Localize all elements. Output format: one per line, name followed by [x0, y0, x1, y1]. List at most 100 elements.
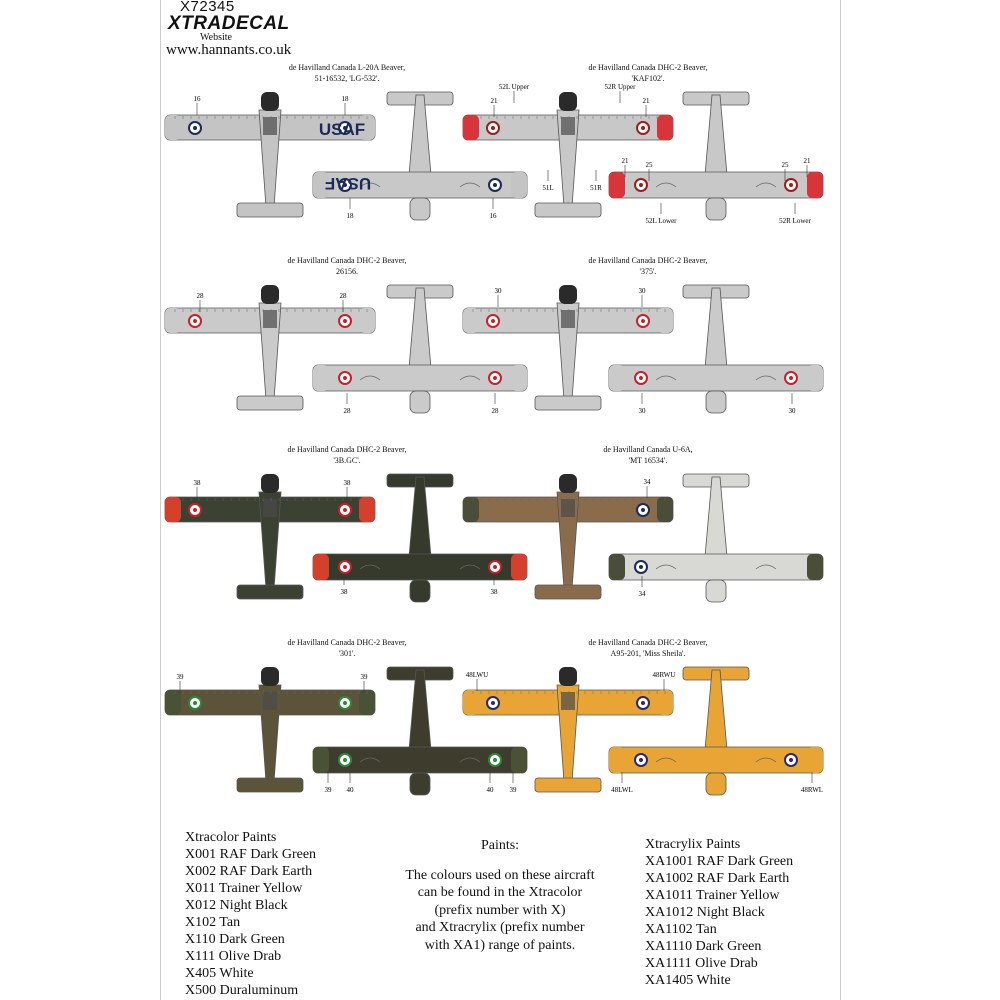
paint-item: XA1002 RAF Dark Earth: [645, 871, 790, 886]
aircraft-top-view: [164, 667, 376, 793]
paint-item: XA1405 White: [645, 973, 731, 988]
caption-line: de Havilland Canada DHC-2 Beaver,: [287, 638, 407, 647]
decal-callout: 52L Lower: [645, 217, 677, 225]
page-border-right: [840, 0, 841, 1000]
caption-line: de Havilland Canada DHC-2 Beaver,: [287, 445, 407, 454]
xtradecal-logo: X72345 XTRADECAL: [168, 0, 290, 34]
aircraft-caption: de Havilland Canada L-20A Beaver, 51-1653…: [197, 62, 497, 84]
decal-callout: 25: [782, 161, 790, 169]
paint-item: X405 White: [185, 966, 254, 981]
paint-item: X012 Night Black: [185, 898, 288, 913]
caption-line: de Havilland Canada U-6A,: [603, 445, 693, 454]
caption-line: de Havilland Canada L-20A Beaver,: [288, 63, 406, 72]
wing-lettering-underside: USAF: [325, 174, 371, 193]
caption-line: '375'.: [639, 267, 657, 276]
aircraft-top-view: [164, 285, 376, 411]
aircraft-bottom-view: [608, 666, 824, 796]
caption-line: 51-16532, 'LG-532'.: [314, 74, 380, 83]
caption-line: de Havilland Canada DHC-2 Beaver,: [588, 256, 708, 265]
paints-note-line: can be found in the Xtracolor: [417, 885, 583, 900]
aircraft-top-view: [462, 667, 674, 793]
decal-callout: 38: [341, 588, 349, 596]
paint-item: X500 Duraluminum: [185, 983, 299, 998]
decal-callout: 48LWU: [466, 671, 488, 679]
paint-item: XA1001 RAF Dark Green: [645, 854, 794, 869]
decal-callout: 21: [622, 157, 630, 165]
decal-callout: 39: [361, 673, 369, 681]
aircraft-bottom-view: [608, 284, 824, 414]
decal-callout: 39: [177, 673, 185, 681]
aircraft-caption: de Havilland Canada DHC-2 Beaver, '3B.GC'…: [197, 444, 497, 466]
paint-item: X002 RAF Dark Earth: [185, 864, 313, 879]
decal-callout: 30: [639, 407, 647, 415]
aircraft-caption: de Havilland Canada U-6A,'MT 16534'.: [498, 444, 798, 466]
aircraft-caption: de Havilland Canada DHC-2 Beaver,26156.: [197, 255, 497, 277]
aircraft-top-view: [462, 474, 674, 600]
paints-note-line: and Xtracrylix (prefix number: [415, 920, 585, 935]
decal-callout: 52L Upper: [499, 83, 530, 91]
decal-callout: 30: [789, 407, 797, 415]
aircraft-profile: [164, 284, 528, 414]
decal-callout: 34: [639, 590, 647, 598]
caption-line: 'KAF102'.: [631, 74, 665, 83]
decal-callout: 38: [491, 588, 499, 596]
decal-callout: 34: [644, 478, 652, 486]
caption-line: 26156.: [336, 267, 358, 276]
aircraft-bottom-view: [312, 666, 528, 796]
decal-callout: 52R Upper: [605, 83, 637, 91]
decal-callout: 51L: [542, 184, 553, 192]
caption-line: '3B.GC'.: [333, 456, 361, 465]
aircraft-bottom-view: [312, 473, 528, 603]
aircraft-profile: [164, 91, 528, 221]
xtracrylix-title: Xtracrylix Paints: [645, 837, 741, 852]
xtracolor-title: Xtracolor Paints: [185, 830, 277, 845]
website-url[interactable]: www.hannants.co.uk: [166, 42, 292, 58]
aircraft-profile: [462, 473, 824, 603]
paints-note-title: Paints:: [480, 838, 520, 853]
decal-callout: 16: [490, 212, 498, 220]
decal-callout: 21: [643, 97, 651, 105]
decal-callout: 52R Lower: [779, 217, 811, 225]
decal-callout: 38: [194, 479, 202, 487]
caption-line: A95-201, 'Miss Sheila'.: [610, 649, 686, 658]
brand-name: XTRADECAL: [168, 13, 290, 34]
decal-callout: 39: [510, 786, 518, 794]
paints-note-line: with XA1) range of paints.: [424, 937, 576, 953]
caption-line: de Havilland Canada DHC-2 Beaver,: [588, 63, 708, 72]
wing-lettering: USAF: [319, 120, 365, 139]
paint-item: X001 RAF Dark Green: [185, 847, 317, 862]
aircraft-caption: de Havilland Canada DHC-2 Beaver, '375'.: [498, 255, 798, 277]
decal-callout: 16: [194, 95, 202, 103]
decal-callout: 28: [197, 292, 205, 300]
aircraft-profile: [164, 473, 528, 603]
aircraft-bottom-view: [608, 473, 824, 603]
decal-callout: 21: [491, 97, 499, 105]
aircraft-top-view: [462, 285, 674, 411]
paint-item: X102 Tan: [185, 915, 241, 930]
caption-line: '301'.: [338, 649, 356, 658]
decal-callout: 38: [344, 479, 352, 487]
paint-item: X110 Dark Green: [185, 932, 285, 947]
decal-callout: 28: [340, 292, 348, 300]
aircraft-bottom-view: [312, 91, 528, 221]
aircraft-profile: [462, 666, 824, 796]
decal-callout: 51R: [590, 184, 602, 192]
decal-callout: 28: [344, 407, 352, 415]
decal-callout: 48LWL: [611, 786, 633, 794]
decal-callout: 21: [804, 157, 812, 165]
decal-callout: 40: [347, 786, 355, 794]
decal-callout: 48RWU: [653, 671, 676, 679]
paint-item: XA1110 Dark Green: [645, 939, 762, 954]
paint-item: XA1102 Tan: [645, 922, 717, 937]
aircraft-bottom-view: [608, 91, 824, 221]
paints-note-line: (prefix number with X): [434, 902, 566, 918]
decal-callout: 30: [495, 287, 503, 295]
decal-callout: 25: [646, 161, 654, 169]
paint-item: XA1012 Night Black: [645, 905, 765, 920]
aircraft-bottom-view: [312, 284, 528, 414]
aircraft-top-view: [164, 474, 376, 600]
caption-line: de Havilland Canada DHC-2 Beaver,: [588, 638, 708, 647]
decal-callout: 30: [639, 287, 647, 295]
